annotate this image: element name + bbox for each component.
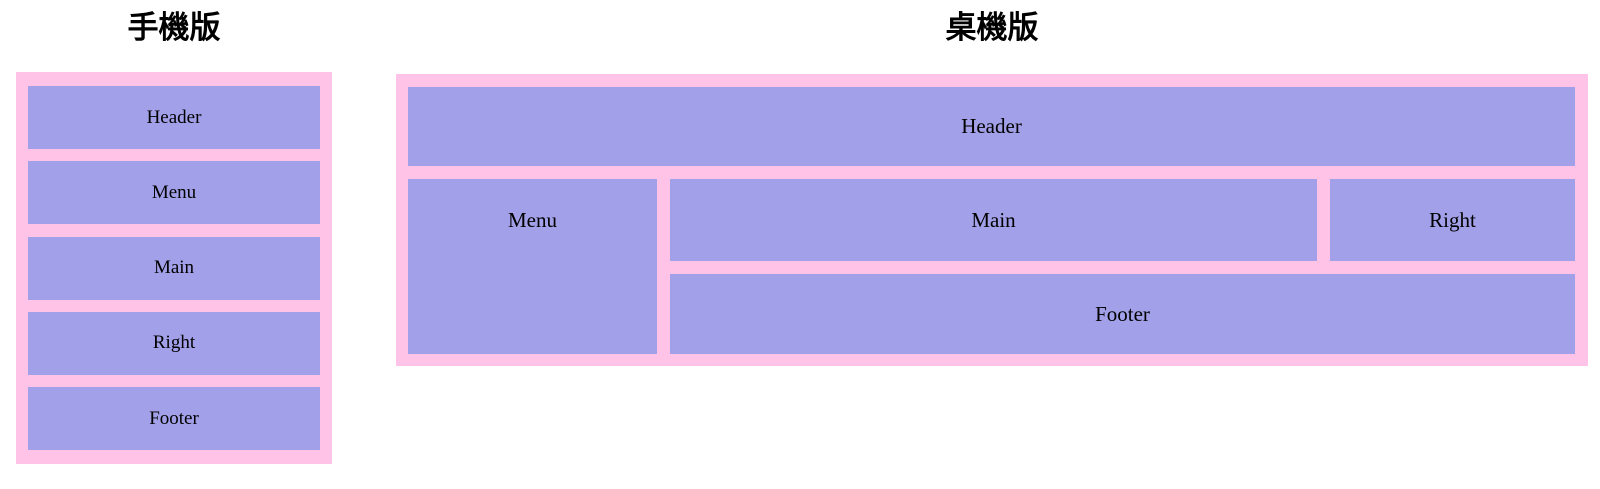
desktop-header-box: Header <box>408 87 1575 166</box>
desktop-footer-box: Footer <box>670 274 1575 354</box>
mobile-header-box: Header <box>28 86 320 149</box>
mobile-main-box: Main <box>28 236 320 300</box>
desktop-layout-frame: Header Menu Main Right Footer <box>396 74 1588 366</box>
desktop-main-box: Main <box>670 179 1317 261</box>
mobile-version-title: 手機版 <box>127 10 221 45</box>
mobile-footer-box: Footer <box>28 387 320 450</box>
mobile-menu-box: Menu <box>28 161 320 225</box>
desktop-version-title: 桌機版 <box>945 10 1039 45</box>
mobile-layout-frame: Header Menu Main Right Footer <box>16 72 332 464</box>
desktop-menu-box: Menu <box>408 179 657 354</box>
desktop-menu-label: Menu <box>508 207 557 232</box>
desktop-right-box: Right <box>1330 179 1575 261</box>
mobile-right-box: Right <box>28 311 320 375</box>
